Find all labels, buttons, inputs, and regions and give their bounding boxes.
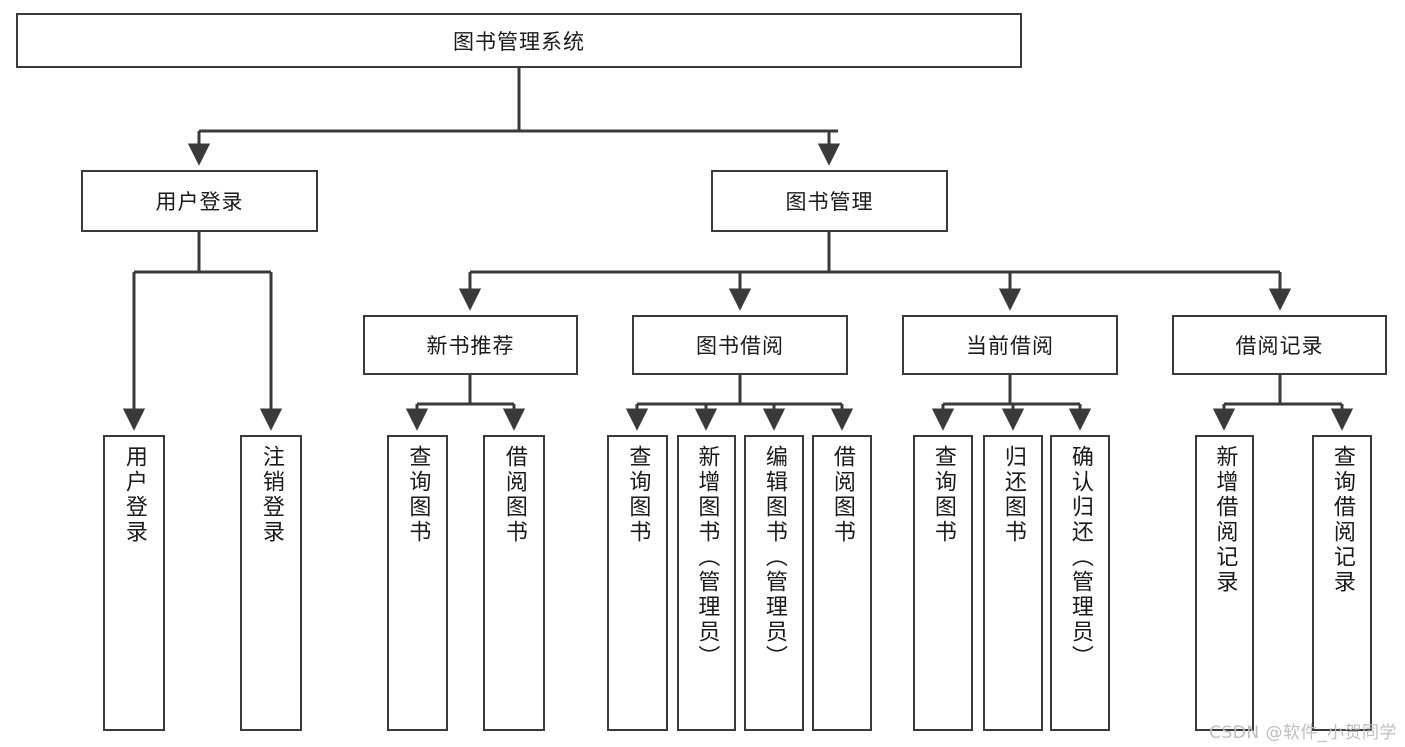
- leaf-user-login-signout-label: 注销登录: [258, 445, 284, 545]
- node-current-borrow-label: 当前借阅: [966, 334, 1054, 358]
- leaf-record-add-record[interactable]: 新增借阅记录: [1195, 435, 1254, 731]
- leaf-borrow-add-book-admin-label: 新增图书（管理员）: [694, 445, 720, 670]
- node-book-borrow[interactable]: 图书借阅: [632, 315, 848, 375]
- node-root-label: 图书管理系统: [453, 29, 585, 54]
- node-new-book-recommend-label: 新书推荐: [426, 334, 515, 358]
- leaf-user-login-signin[interactable]: 用户登录: [103, 435, 165, 731]
- leaf-recommend-borrow-book-label: 借阅图书: [501, 445, 527, 545]
- leaf-recommend-borrow-book[interactable]: 借阅图书: [483, 435, 545, 731]
- leaf-record-add-record-label: 新增借阅记录: [1212, 445, 1238, 595]
- node-user-login-label: 用户登录: [155, 190, 244, 214]
- leaf-borrow-borrow-book-label: 借阅图书: [829, 445, 855, 545]
- leaf-recommend-query-book-label: 查询图书: [405, 445, 431, 545]
- leaf-borrow-query-book[interactable]: 查询图书: [607, 435, 668, 731]
- node-book-management-label: 图书管理: [785, 190, 874, 214]
- leaf-record-query-record[interactable]: 查询借阅记录: [1312, 435, 1372, 731]
- leaf-record-query-record-label: 查询借阅记录: [1329, 445, 1355, 595]
- node-user-login[interactable]: 用户登录: [81, 170, 318, 232]
- leaf-current-return-book-label: 归还图书: [1000, 445, 1026, 545]
- node-borrow-record[interactable]: 借阅记录: [1172, 315, 1387, 375]
- node-book-borrow-label: 图书借阅: [696, 334, 784, 358]
- leaf-user-login-signout[interactable]: 注销登录: [240, 435, 302, 731]
- node-borrow-record-label: 借阅记录: [1235, 334, 1324, 358]
- leaf-borrow-edit-book-admin-label: 编辑图书（管理员）: [761, 445, 787, 670]
- leaf-user-login-signin-label: 用户登录: [121, 445, 147, 545]
- node-current-borrow[interactable]: 当前借阅: [902, 315, 1118, 375]
- leaf-borrow-borrow-book[interactable]: 借阅图书: [812, 435, 872, 731]
- node-book-management[interactable]: 图书管理: [711, 170, 948, 232]
- leaf-borrow-add-book-admin[interactable]: 新增图书（管理员）: [677, 435, 736, 731]
- leaf-current-return-book[interactable]: 归还图书: [983, 435, 1043, 731]
- leaf-recommend-query-book[interactable]: 查询图书: [387, 435, 448, 731]
- leaf-borrow-query-book-label: 查询图书: [625, 445, 651, 545]
- leaf-borrow-edit-book-admin[interactable]: 编辑图书（管理员）: [744, 435, 804, 731]
- leaf-current-confirm-return-admin-label: 确认归还（管理员）: [1067, 445, 1093, 670]
- leaf-current-confirm-return-admin[interactable]: 确认归还（管理员）: [1050, 435, 1110, 731]
- leaf-current-query-book[interactable]: 查询图书: [913, 435, 973, 731]
- node-new-book-recommend[interactable]: 新书推荐: [363, 315, 578, 375]
- node-root[interactable]: 图书管理系统: [16, 13, 1022, 68]
- leaf-current-query-book-label: 查询图书: [930, 445, 956, 545]
